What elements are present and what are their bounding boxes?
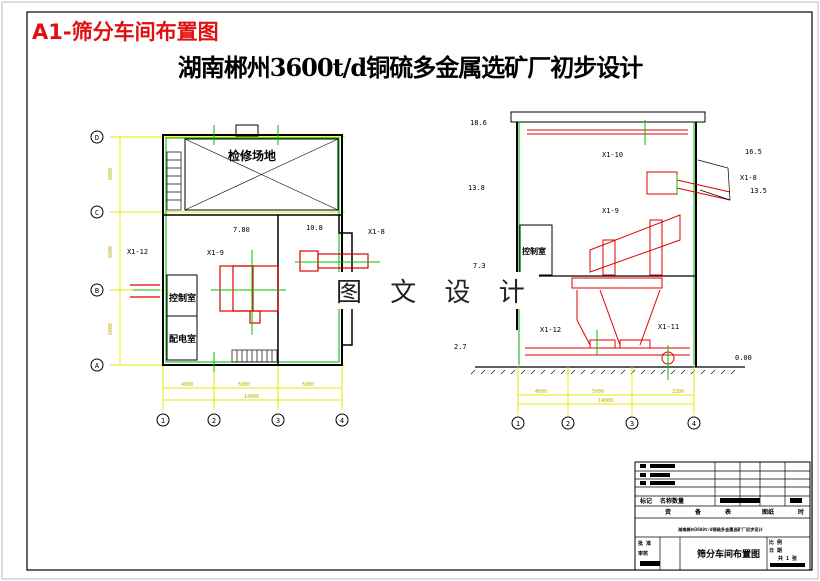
sheet-label: A1-筛分车间布置图 (32, 20, 219, 44)
elev-13-8: 13.8 (468, 184, 485, 192)
plan-axis-1: 1 (161, 417, 165, 425)
watermark: 图 文 设 计 (332, 272, 539, 309)
section-control-room-label: 控制室 (522, 246, 546, 256)
crane-hatch (235, 124, 259, 137)
col-dim-1: 4000 (181, 382, 193, 388)
axis-row-b: B (95, 287, 99, 295)
tb-header-mark: 标记 (639, 497, 652, 505)
plan-tag-x1-12: X1-12 (127, 248, 148, 256)
plan-power-room-label: 配电室 (169, 333, 196, 345)
plan-axis-2: 2 (212, 417, 216, 425)
section-axis-2: 2 (566, 420, 570, 428)
axis-row-a: A (95, 362, 100, 370)
section-col-dim-2: 5000 (592, 389, 604, 395)
drawing-frame (26, 11, 813, 571)
elev-16-5: 16.5 (745, 148, 762, 156)
section-col-dim-3: 2300 (672, 389, 684, 395)
row-dim-3: 6000 (108, 323, 114, 335)
section-tag-x1-10: X1-10 (602, 151, 623, 159)
axis-row-c: C (95, 209, 99, 217)
elev-7-3: 7.3 (473, 262, 486, 270)
maintenance-area-label: 检修场地 (228, 148, 276, 163)
section-col-dim-1: 4000 (535, 389, 547, 395)
plan-tag-x1-9: X1-9 (207, 249, 224, 257)
section-view: 18.6 16.5 13.8 13.5 7.3 2.7 0.00 X1-10 X… (454, 111, 767, 430)
elev-2-7: 2.7 (454, 343, 467, 351)
section-axis-1: 1 (516, 420, 520, 428)
section-tag-x1-9: X1-9 (602, 207, 619, 215)
col-dim-3: 5000 (302, 382, 314, 388)
row-dim-2: 6000 (108, 246, 114, 258)
tb-scale: 比 例 (769, 539, 782, 546)
section-total-dim: 14000 (598, 398, 613, 404)
plan-axis-4: 4 (340, 417, 344, 425)
title-block: 标记 名称数量 资 备 表 图纸 时 湖南郴州3600t/d铜硫多金属选矿厂初步… (634, 461, 811, 571)
section-axis-4: 4 (692, 420, 696, 428)
tb-header-2: 资 (665, 508, 671, 516)
section-axis-3: 3 (630, 420, 634, 428)
tb-date: 日 期 (769, 547, 782, 554)
elev-18-6: 18.6 (470, 119, 487, 127)
plan-total-dim: 14000 (244, 394, 259, 400)
plan-tag-x1-8: X1-8 (368, 228, 385, 236)
tb-design-unit: 湖南郴州3600t/d铜硫多金属选矿厂初步设计 (678, 526, 763, 533)
tb-review: 审核 (638, 550, 648, 557)
plan-axis-3: 3 (276, 417, 280, 425)
section-tag-x1-12: X1-12 (540, 326, 561, 334)
elev-13-5: 13.5 (750, 187, 767, 195)
tb-header-6: 时 (798, 508, 804, 516)
tb-header-3: 备 (694, 508, 702, 516)
row-dim-1: 6000 (108, 168, 114, 180)
plan-view: 检修场地 控制室 配电室 X1-12 X1-9 X1-8 7.80 10.8 6… (90, 124, 385, 427)
main-title: 湖南郴州3600t/d铜硫多金属选矿厂初步设计 (177, 53, 643, 82)
elev-0-00: 0.00 (735, 354, 752, 362)
col-dim-2: 5000 (238, 382, 250, 388)
section-tag-x1-8: X1-8 (740, 174, 757, 182)
plan-elev-2: 10.8 (306, 224, 323, 232)
tb-header-name: 名称数量 (660, 497, 684, 505)
tb-drawing-name: 筛分车间布置图 (697, 548, 760, 560)
plan-elev-1: 7.80 (233, 226, 250, 234)
section-tag-x1-11: X1-11 (658, 323, 679, 331)
tb-approve: 批 准 (638, 540, 651, 547)
plan-control-room-label: 控制室 (169, 292, 196, 304)
tb-header-4: 表 (724, 508, 732, 516)
plan-building-outline (162, 134, 343, 366)
tb-header-5: 图纸 (762, 508, 774, 516)
tb-sheets: 共 1 张 (778, 555, 798, 562)
axis-row-d: D (95, 134, 99, 142)
maintenance-area (184, 138, 339, 211)
